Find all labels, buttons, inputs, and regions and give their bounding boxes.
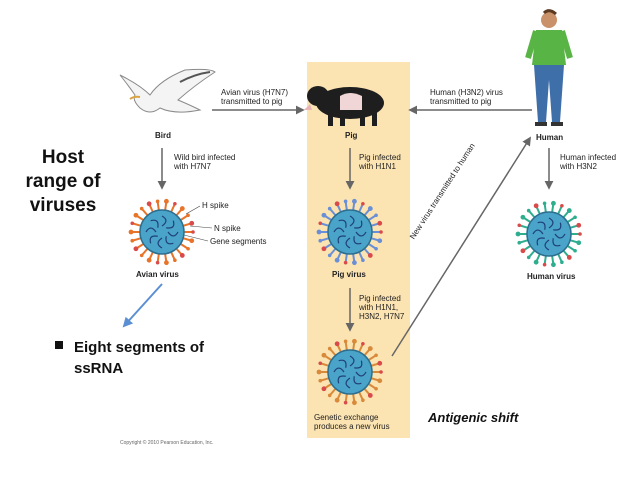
pig-label: Pig [345,131,358,140]
bullet-text: Eight segments of ssRNA [55,337,204,379]
pig-infected-multi-line-2: with H1N1, [359,303,399,312]
pig-virus-icon [316,198,383,266]
slide-title: Host range of viruses [25,147,101,216]
h-spike-label: H spike [202,201,229,210]
avian-to-pig-line-1: Avian virus (H7N7) [221,88,288,97]
human-infected-label: Human infected with H3N2 [560,153,616,171]
bullet-line-2: ssRNA [74,360,124,377]
avian-to-pig-line-2: transmitted to pig [221,97,283,106]
n-spike-label: N spike [214,224,241,233]
human-infected-line-2: with H3N2 [560,162,597,171]
gene-segments-label: Gene segments [210,237,267,246]
bird-infected-label: Wild bird infected with H7N7 [174,153,235,171]
bullet-line-1: Eight segments of [74,339,205,356]
pig-virus-label: Pig virus [332,270,366,279]
human-infected-line-1: Human infected [560,153,617,162]
avian-to-pig-label: Avian virus (H7N7) transmitted to pig [221,88,288,106]
new-virus-to-human-arrow [391,136,531,357]
bird-infected-line-2: with H7N7 [174,162,211,171]
pig-illustration [304,86,384,126]
antigenic-shift-label: Antigenic shift [428,410,519,425]
pig-infected-multi-label: Pig infected with H1N1, H3N2, H7N7 [359,294,404,321]
bird-infected-line-1: Wild bird infected [174,153,236,162]
genetic-exchange-label: Genetic exchange produces a new virus [314,413,390,431]
human-illustration [525,9,573,126]
pointer-arrow [122,283,163,328]
pig-infected-line-2: with H1N1 [359,162,396,171]
human-label: Human [536,133,564,142]
genetic-exchange-line-2: produces a new virus [314,422,390,431]
pig-infected-multi-line-1: Pig infected [359,294,401,303]
avian-virus-icon [128,198,195,266]
copyright-notice: Copyright © 2010 Pearson Education, Inc. [120,440,214,446]
bullet-marker [55,341,63,349]
human-virus-icon [515,200,582,268]
genetic-exchange-line-1: Genetic exchange [314,413,379,422]
avian-virus-label: Avian virus [136,270,179,279]
bird-label: Bird [155,131,171,140]
pig-infected-label: Pig infected with H1N1 [359,153,401,171]
pig-infected-multi-line-3: H3N2, H7N7 [359,312,405,321]
new-virus-icon [316,338,383,406]
bird-illustration [119,68,216,113]
pig-infected-line-1: Pig infected [359,153,401,162]
human-to-pig-line-1: Human (H3N2) virus [430,88,503,97]
human-to-pig-line-2: transmitted to pig [430,97,492,106]
human-to-pig-label: Human (H3N2) virus transmitted to pig [430,88,503,106]
human-virus-label: Human virus [527,272,576,281]
